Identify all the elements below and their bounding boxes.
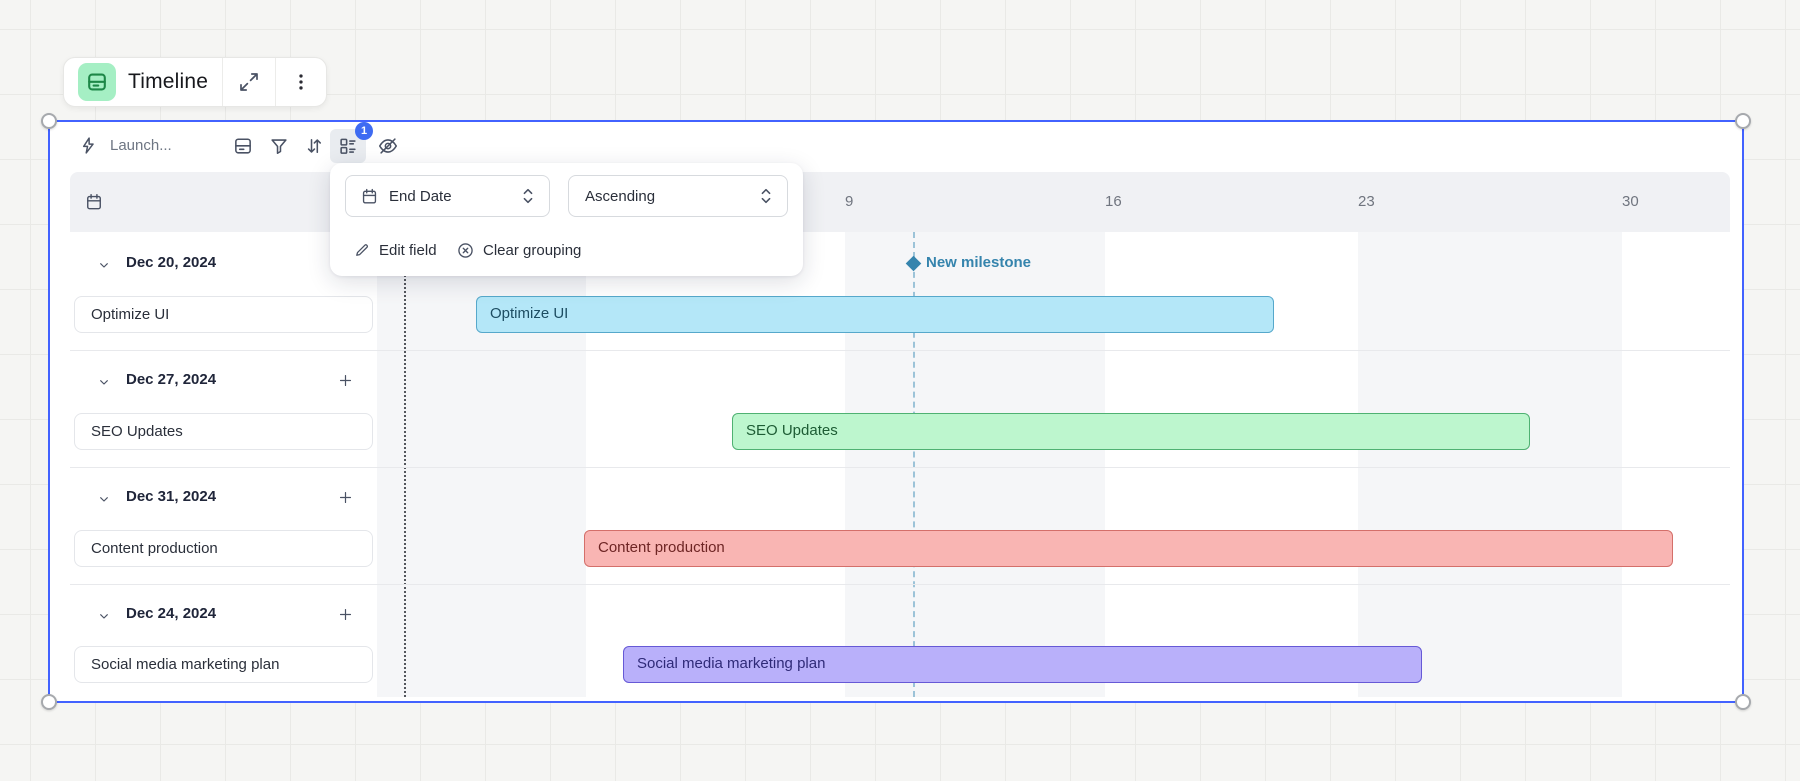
axis-tick: 9 bbox=[845, 193, 854, 210]
group-date-label[interactable]: Dec 20, 2024 bbox=[126, 254, 217, 271]
task-card[interactable]: Social media marketing plan bbox=[74, 646, 373, 683]
calendar-icon bbox=[84, 192, 104, 212]
today-marker-line bbox=[404, 232, 406, 697]
resize-handle-bottom-left[interactable] bbox=[41, 694, 57, 710]
task-card[interactable]: SEO Updates bbox=[74, 413, 373, 450]
widget-title-section[interactable]: Timeline bbox=[64, 58, 222, 106]
sort-order-select[interactable]: Ascending bbox=[568, 175, 788, 217]
filter-button[interactable] bbox=[266, 133, 292, 159]
group-count-badge: 1 bbox=[355, 122, 373, 140]
chevron-down-icon[interactable] bbox=[96, 491, 112, 507]
launch-button[interactable]: Launch... bbox=[110, 137, 172, 154]
stepper-icon bbox=[757, 184, 775, 208]
group-date-label[interactable]: Dec 24, 2024 bbox=[126, 605, 217, 622]
task-card[interactable]: Content production bbox=[74, 530, 373, 567]
axis-tick: 30 bbox=[1622, 193, 1639, 210]
task-list-panel: Dec 20, 2024 Optimize UI Dec 27, 2024 SE… bbox=[70, 232, 377, 697]
group-field-select[interactable]: End Date bbox=[345, 175, 550, 217]
edit-field-button[interactable]: Edit field bbox=[353, 241, 437, 259]
widget-title-pill: Timeline bbox=[63, 57, 328, 107]
timeline-body: New milestone Optimize UI SEO Updates Co… bbox=[70, 232, 1730, 697]
add-task-button[interactable] bbox=[334, 369, 356, 391]
group-field-value: End Date bbox=[389, 187, 452, 205]
expand-button[interactable] bbox=[222, 58, 275, 106]
filter-icon bbox=[268, 135, 290, 157]
group-date-label[interactable]: Dec 31, 2024 bbox=[126, 488, 217, 505]
task-bar[interactable]: SEO Updates bbox=[732, 413, 1530, 450]
task-bar[interactable]: Social media marketing plan bbox=[623, 646, 1422, 683]
eye-off-icon bbox=[377, 135, 399, 157]
task-bar[interactable]: Content production bbox=[584, 530, 1673, 567]
sort-icon bbox=[303, 135, 325, 157]
group-by-icon bbox=[337, 135, 359, 157]
axis-tick: 23 bbox=[1358, 193, 1375, 210]
chevron-down-icon[interactable] bbox=[96, 608, 112, 624]
group-by-button[interactable]: 1 bbox=[330, 122, 373, 163]
circle-x-icon bbox=[456, 241, 475, 260]
week-band bbox=[1358, 232, 1622, 697]
kebab-menu-icon bbox=[290, 70, 312, 94]
resize-handle-top-right[interactable] bbox=[1735, 113, 1751, 129]
timeline-panel: 9 16 23 30 New milestone Optimize UI SEO… bbox=[70, 172, 1730, 697]
expand-icon bbox=[237, 70, 261, 94]
calendar-icon bbox=[360, 187, 379, 206]
milestone-label[interactable]: New milestone bbox=[926, 254, 1032, 271]
group-divider bbox=[70, 467, 1730, 468]
fields-button[interactable] bbox=[230, 133, 256, 159]
hide-fields-button[interactable] bbox=[375, 133, 401, 159]
sort-button[interactable] bbox=[301, 133, 327, 159]
grouping-popover: End Date Ascending Edit field Clear grou… bbox=[330, 163, 803, 276]
axis-tick: 16 bbox=[1105, 193, 1122, 210]
clear-grouping-button[interactable]: Clear grouping bbox=[456, 241, 581, 260]
stepper-icon bbox=[519, 184, 537, 208]
milestone-line bbox=[913, 232, 915, 697]
task-bar[interactable]: Optimize UI bbox=[476, 296, 1274, 333]
widget-menu-button[interactable] bbox=[275, 58, 326, 106]
resize-handle-top-left[interactable] bbox=[41, 113, 57, 129]
sort-order-value: Ascending bbox=[585, 187, 656, 205]
edit-field-label: Edit field bbox=[379, 241, 437, 259]
widget-toolbar: Launch... bbox=[50, 122, 1742, 170]
chevron-down-icon[interactable] bbox=[96, 257, 112, 273]
group-date-label[interactable]: Dec 27, 2024 bbox=[126, 371, 217, 388]
add-task-button[interactable] bbox=[334, 486, 356, 508]
widget-title: Timeline bbox=[128, 70, 209, 93]
timeline-widget: Launch... bbox=[41, 113, 1751, 710]
group-divider bbox=[70, 584, 1730, 585]
timeline-card-icon bbox=[78, 63, 116, 101]
task-card[interactable]: Optimize UI bbox=[74, 296, 373, 333]
resize-handle-bottom-right[interactable] bbox=[1735, 694, 1751, 710]
pencil-icon bbox=[353, 241, 371, 259]
timeline-axis-header: 9 16 23 30 bbox=[70, 172, 1730, 232]
add-task-button[interactable] bbox=[334, 603, 356, 625]
group-divider bbox=[70, 350, 1730, 351]
clear-grouping-label: Clear grouping bbox=[483, 242, 582, 259]
fields-icon bbox=[232, 135, 254, 157]
zap-icon bbox=[78, 135, 99, 156]
chevron-down-icon[interactable] bbox=[96, 374, 112, 390]
